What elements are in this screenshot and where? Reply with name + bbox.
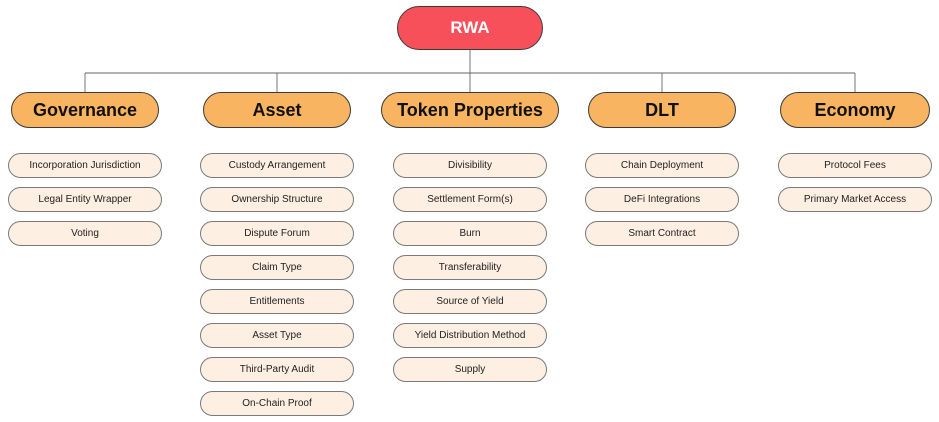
- leaf-claim-type: Claim Type: [200, 255, 354, 280]
- leaf-settlement-form-s: Settlement Form(s): [393, 187, 547, 212]
- leaf-custody-arrangement: Custody Arrangement: [200, 153, 354, 178]
- leaf-ownership-structure: Ownership Structure: [200, 187, 354, 212]
- root-node-rwa: RWA: [397, 6, 543, 50]
- leaf-dispute-forum: Dispute Forum: [200, 221, 354, 246]
- leaf-defi-integrations: DeFi Integrations: [585, 187, 739, 212]
- leaf-asset-type: Asset Type: [200, 323, 354, 348]
- leaf-divisibility: Divisibility: [393, 153, 547, 178]
- leaf-protocol-fees: Protocol Fees: [778, 153, 932, 178]
- leaf-transferability: Transferability: [393, 255, 547, 280]
- category-economy: Economy: [780, 92, 930, 128]
- leaf-third-party-audit: Third-Party Audit: [200, 357, 354, 382]
- leaf-source-of-yield: Source of Yield: [393, 289, 547, 314]
- leaf-entitlements: Entitlements: [200, 289, 354, 314]
- leaf-legal-entity-wrapper: Legal Entity Wrapper: [8, 187, 162, 212]
- leaf-incorporation-jurisdiction: Incorporation Jurisdiction: [8, 153, 162, 178]
- leaf-voting: Voting: [8, 221, 162, 246]
- leaf-primary-market-access: Primary Market Access: [778, 187, 932, 212]
- leaf-chain-deployment: Chain Deployment: [585, 153, 739, 178]
- category-token-properties: Token Properties: [381, 92, 559, 128]
- leaf-burn: Burn: [393, 221, 547, 246]
- category-dlt: DLT: [588, 92, 736, 128]
- leaf-smart-contract: Smart Contract: [585, 221, 739, 246]
- leaf-yield-distribution-method: Yield Distribution Method: [393, 323, 547, 348]
- category-governance: Governance: [11, 92, 159, 128]
- leaf-on-chain-proof: On-Chain Proof: [200, 391, 354, 416]
- leaf-supply: Supply: [393, 357, 547, 382]
- category-asset: Asset: [203, 92, 351, 128]
